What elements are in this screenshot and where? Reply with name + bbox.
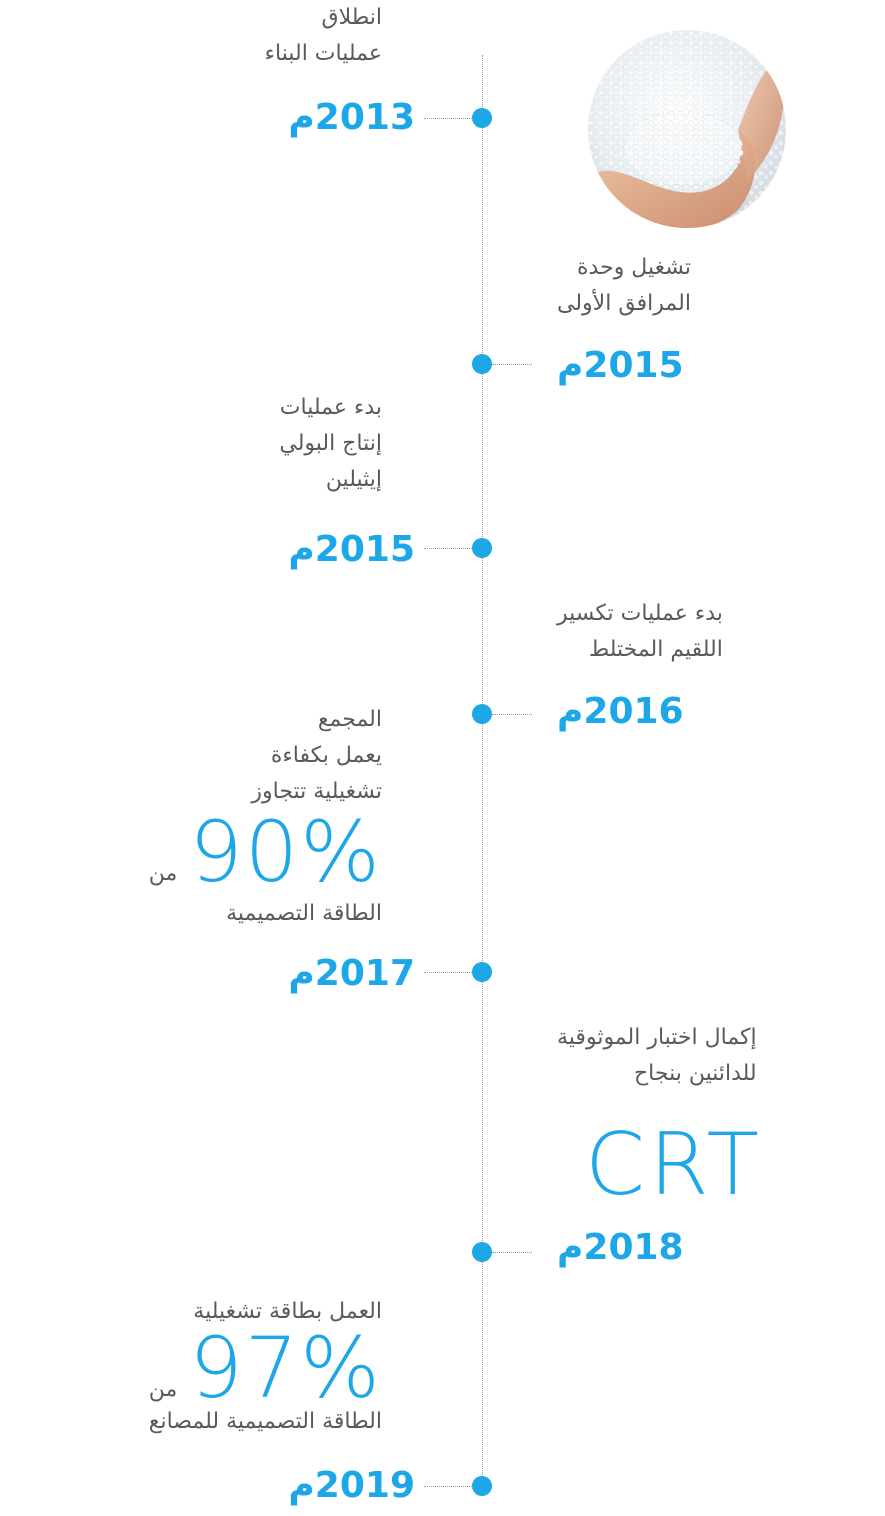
- milestone-2019-min-label: من: [148, 1377, 178, 1402]
- milestone-2015b-dot: [472, 538, 492, 558]
- milestone-2018-connector: [492, 1252, 532, 1253]
- milestone-2015a-text: تشغيل وحدة المرافق الأولى: [557, 250, 691, 322]
- milestone-2018-crt: CRT: [585, 1115, 764, 1215]
- milestone-2015b-line-2: إنتاج البولي: [279, 431, 382, 456]
- milestone-2016-line-2: اللقيم المختلط: [588, 637, 723, 662]
- milestone-2013-connector: [424, 118, 482, 119]
- milestone-2019-connector: [424, 1486, 482, 1487]
- timeline-line: [482, 55, 483, 1495]
- milestone-2016-dot: [472, 704, 492, 724]
- milestone-2018-text: إكمال اختبار الموثوقية للدائنين بنجاح: [557, 1020, 757, 1092]
- milestone-2019-after: الطاقة التصميمية للمصانع: [148, 1409, 382, 1434]
- milestone-2015b-line-1: بدء عمليات: [279, 395, 382, 420]
- milestone-2016-text: بدء عمليات تكسير اللقيم المختلط: [557, 596, 723, 668]
- milestone-2019-line-1: العمل بطاقة تشغيلية: [193, 1299, 382, 1324]
- milestone-2013-dot: [472, 108, 492, 128]
- milestone-2015a-line-2: المرافق الأولى: [557, 291, 691, 316]
- milestone-2015a-year: 2015م: [557, 345, 684, 386]
- milestone-2015a-line-1: تشغيل وحدة: [577, 255, 691, 280]
- milestone-2013-line-1: انطلاق: [321, 5, 382, 30]
- milestone-2018-line-2: للدائنين بنجاح: [633, 1061, 757, 1086]
- milestone-2017-after: الطاقة التصميمية: [226, 901, 382, 926]
- milestone-2015b-line-3: إيثيلين: [325, 467, 382, 492]
- milestone-2015b-year: 2015م: [288, 529, 415, 570]
- milestone-2017-line-2: يعمل بكفاءة: [270, 743, 382, 768]
- milestone-2017-percent-row: من 90%: [149, 810, 382, 894]
- milestone-2013-text: انطلاق عمليات البناء: [265, 0, 382, 72]
- milestone-2017-year: 2017م: [288, 953, 415, 994]
- polymer-pellets-photo: [588, 30, 786, 228]
- milestone-2015b-text: بدء عمليات إنتاج البولي إيثيلين: [279, 390, 382, 498]
- milestone-2019-percent: 97%: [189, 1319, 382, 1417]
- milestone-2015a-dot: [472, 354, 492, 374]
- milestone-2017-line-3: تشغيلية تتجاوز: [251, 779, 382, 804]
- milestone-2015a-connector: [492, 364, 532, 365]
- milestone-2018-line-1: إكمال اختبار الموثوقية: [557, 1025, 757, 1050]
- milestone-2018-year: 2018م: [557, 1227, 684, 1268]
- milestone-2016-connector: [492, 714, 532, 715]
- milestone-2019-text: العمل بطاقة تشغيلية: [193, 1294, 382, 1330]
- milestone-2016-line-1: بدء عمليات تكسير: [557, 601, 723, 626]
- milestone-2015b-connector: [424, 548, 482, 549]
- milestone-2017-dot: [472, 962, 492, 982]
- milestone-2017-connector: [424, 972, 482, 973]
- milestone-2016-year: 2016م: [557, 691, 684, 732]
- milestone-2019-dot: [472, 1476, 492, 1496]
- milestone-2017-min-label: من: [148, 861, 178, 886]
- milestone-2019-year: 2019م: [288, 1465, 415, 1506]
- milestone-2017-percent: 90%: [189, 803, 382, 901]
- milestone-2013-year: 2013م: [288, 97, 415, 138]
- milestone-2013-line-2: عمليات البناء: [264, 41, 382, 66]
- milestone-2017-text: المجمع يعمل بكفاءة تشغيلية تتجاوز: [251, 702, 382, 810]
- milestone-2017-line-1: المجمع: [317, 707, 382, 732]
- milestone-2018-dot: [472, 1242, 492, 1262]
- milestone-2019-percent-row: من 97%: [149, 1326, 382, 1410]
